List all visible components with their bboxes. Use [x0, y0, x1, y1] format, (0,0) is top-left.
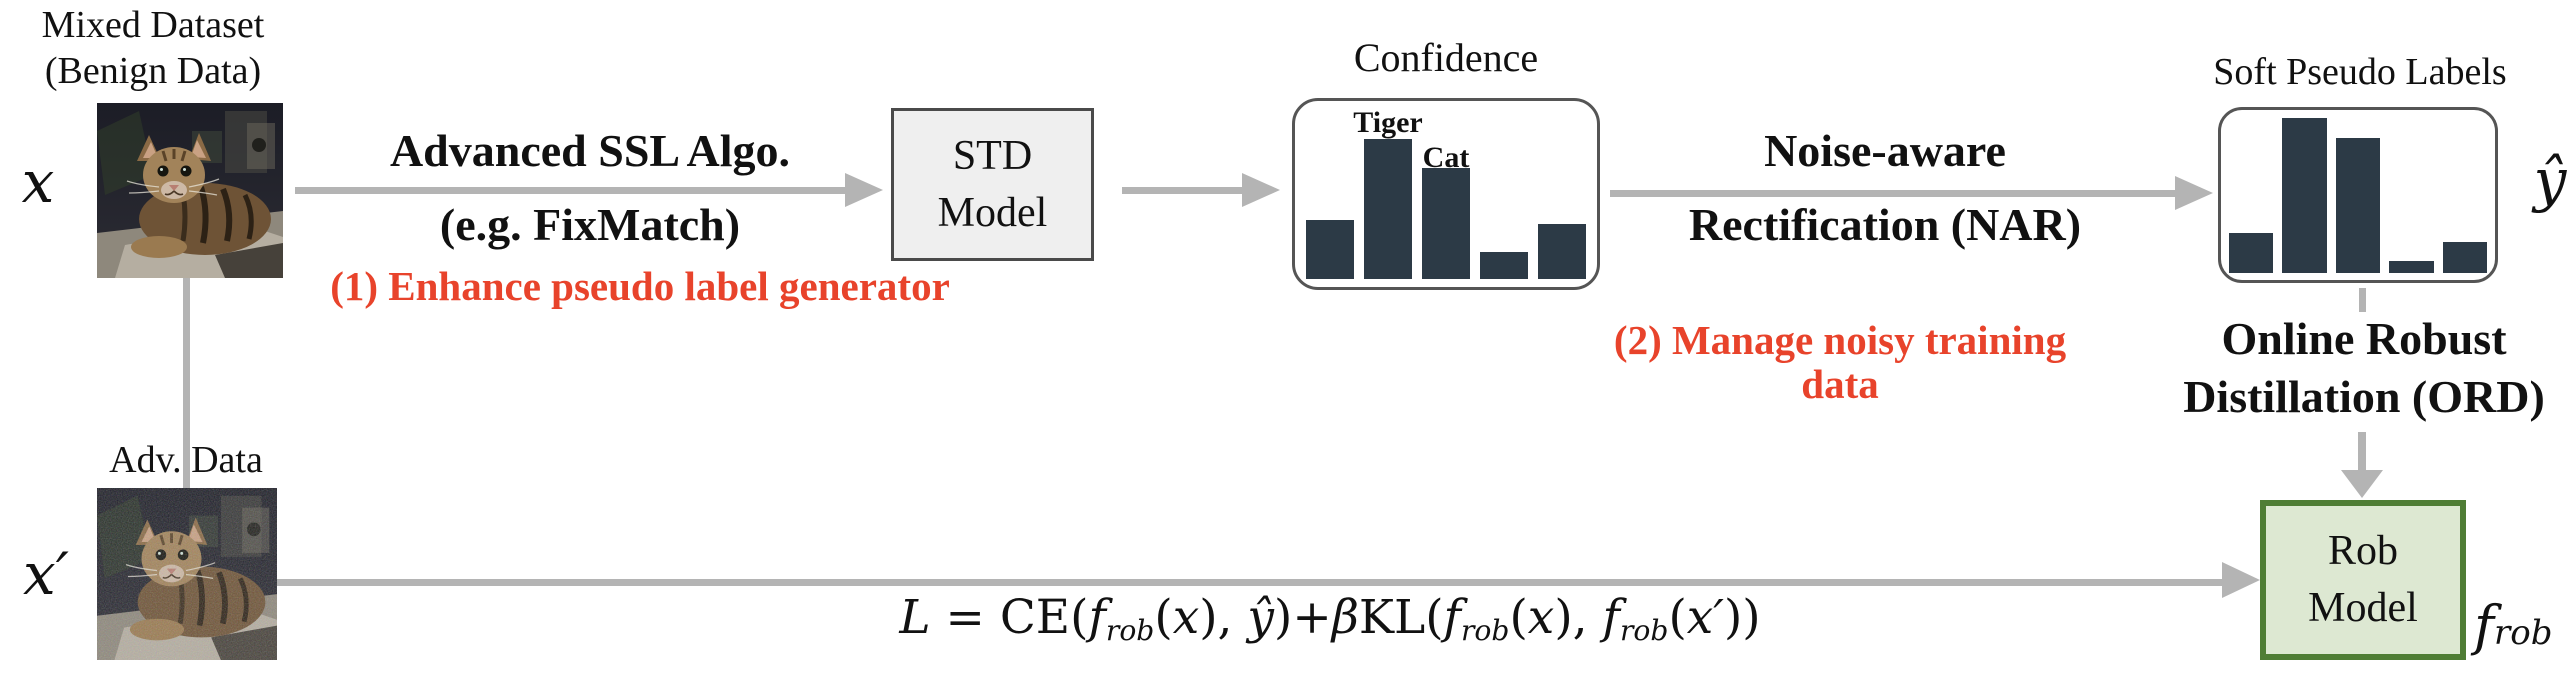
probability-bar	[2389, 261, 2434, 273]
arrow-adv-to-rob-model-head	[2222, 562, 2260, 598]
formula-token: (	[1509, 590, 1528, 645]
probability-bar	[1480, 252, 1528, 279]
ssl-algo-label-line1: Advanced SSL Algo.	[389, 125, 791, 176]
noisy-cat-photo-illustration	[97, 488, 277, 660]
formula-token: rob	[1460, 614, 1510, 648]
dashed-connector-softlabels-to-ord	[2359, 288, 2366, 312]
mixed-dataset-label-line1: Mixed Dataset	[41, 4, 265, 46]
rob-model-label-line2: Model	[2308, 585, 2418, 631]
ord-label-line1: Online Robust	[2221, 313, 2507, 364]
rob-model-box: Rob Model	[2260, 500, 2466, 660]
f-rob-subscript: rob	[2494, 613, 2553, 653]
probability-bar	[1538, 224, 1586, 279]
arrow-ord-to-rob-model-head	[2341, 470, 2383, 498]
std-model-label-line2: Model	[937, 189, 1048, 236]
formula-token: = CE(	[930, 590, 1089, 645]
probability-bar	[2335, 138, 2381, 273]
cat-photo-illustration	[97, 103, 283, 278]
confidence-bar-label-cat: Cat	[1422, 141, 1470, 174]
arrow-adv-to-rob-model	[277, 579, 2222, 586]
adversarial-cat-image	[97, 488, 277, 660]
formula-token: ))	[1723, 590, 1761, 645]
probability-bar	[1422, 168, 1470, 279]
formula-token: β	[1331, 590, 1359, 645]
ord-label-line2: Distillation (ORD)	[2183, 371, 2545, 422]
ssl-algo-label-line2: (e.g. FixMatch)	[439, 199, 741, 250]
arrow-benign-to-std-head	[845, 173, 883, 207]
nar-label-line2: Rectification (NAR)	[1688, 199, 2082, 250]
formula-token: x′	[1686, 590, 1724, 645]
loss-formula: L = CE(frob(x), ŷ)+βKL(frob(x), frob(x′)…	[830, 592, 1830, 657]
formula-token: rob	[1105, 614, 1155, 648]
probability-bar	[2442, 242, 2488, 273]
arrow-std-to-confidence-head	[1242, 173, 1280, 207]
formula-token: f	[1443, 590, 1461, 645]
soft-pseudo-labels-chart-panel	[2218, 107, 2498, 283]
arrow-confidence-to-softlabels	[1610, 190, 2175, 197]
formula-token: )+	[1273, 590, 1332, 645]
confidence-bar-label-tiger: Tiger	[1353, 106, 1423, 139]
formula-token: ),	[1199, 590, 1248, 645]
soft-pseudo-labels-bars	[2229, 118, 2488, 273]
rob-model-label-line1: Rob	[2327, 528, 2398, 574]
mixed-dataset-label: Mixed Dataset (Benign Data)	[18, 2, 288, 94]
benign-input-symbol: x	[21, 148, 55, 216]
arrow-std-to-confidence	[1122, 187, 1242, 194]
confidence-chart-panel	[1292, 98, 1600, 290]
probability-bar	[2229, 233, 2274, 273]
confidence-chart-title: Confidence	[1353, 35, 1539, 80]
formula-token: ),	[1554, 590, 1603, 645]
formula-token: KL(	[1358, 590, 1444, 645]
arrow-confidence-to-softlabels-head	[2175, 176, 2213, 210]
adv-data-label: Adv. Data	[109, 439, 263, 481]
formula-token: ŷ	[1247, 590, 1274, 645]
adversarial-input-symbol: x′	[23, 540, 69, 608]
probability-bar	[1306, 220, 1354, 279]
soft-pseudo-labels-chart-title: Soft Pseudo Labels	[2213, 51, 2507, 93]
formula-token: x	[1172, 590, 1200, 645]
nar-label-line1: Noise-aware	[1764, 125, 2006, 176]
formula-token: (	[1668, 590, 1687, 645]
std-model-box: STD Model	[891, 108, 1094, 261]
mixed-dataset-label-line2: (Benign Data)	[44, 50, 262, 92]
rob-model-function-symbol: frob	[2474, 594, 2574, 657]
formula-token: L	[899, 590, 931, 645]
note-2-manage-noisy-training-data: (2) Manage noisy training data	[1613, 317, 2067, 407]
arrow-benign-to-std	[295, 187, 845, 194]
pseudo-label-symbol: ŷ	[2533, 146, 2567, 214]
std-model-label-line1: STD	[952, 132, 1033, 179]
benign-to-adv-connector-line	[183, 277, 190, 489]
formula-token: f	[1088, 590, 1106, 645]
benign-cat-image	[97, 103, 283, 278]
note-1-enhance-pseudo-label-generator: (1) Enhance pseudo label generator	[330, 263, 950, 309]
probability-bar	[2282, 118, 2327, 273]
formula-token: rob	[1619, 614, 1669, 648]
formula-token: (	[1154, 590, 1173, 645]
f-rob-main: f	[2474, 594, 2494, 657]
confidence-bars	[1306, 139, 1586, 279]
formula-token: f	[1602, 590, 1620, 645]
formula-token: x	[1527, 590, 1555, 645]
arrow-ord-to-rob-model	[2358, 432, 2366, 472]
probability-bar	[1364, 139, 1412, 279]
